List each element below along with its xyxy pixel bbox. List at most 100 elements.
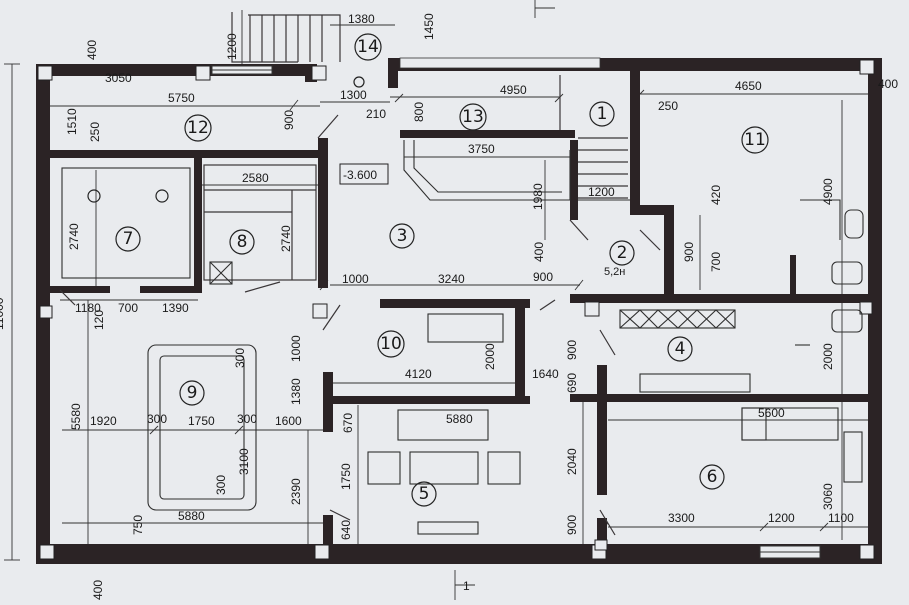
dimension-label: 420 — [709, 185, 723, 205]
dimension-label: 670 — [341, 413, 355, 433]
dimension-label: 1510 — [65, 108, 79, 135]
room-number: 5 — [419, 484, 430, 504]
dimension-label: 5580 — [69, 403, 83, 430]
dimension-label: 900 — [565, 340, 579, 360]
dimension-label: 4900 — [821, 178, 835, 205]
dimension-label: 1380 — [289, 378, 303, 405]
dimension-label: 4950 — [500, 83, 527, 97]
dimension-label: 1200 — [768, 511, 795, 525]
room-number: 12 — [187, 118, 209, 138]
dimension-label: 2580 — [242, 171, 269, 185]
dimension-label: 900 — [282, 110, 296, 130]
room-circle — [411, 481, 437, 507]
door-swings — [59, 114, 661, 536]
dimension-label: 1380 — [348, 12, 375, 26]
room-circle — [179, 380, 205, 406]
room-circle — [389, 223, 415, 249]
room-circle — [459, 103, 487, 131]
dimension-label: 1000 — [289, 335, 303, 362]
dimension-label: 400 — [91, 580, 105, 600]
dimension-label: 2390 — [289, 478, 303, 505]
level-mark: -3.600 — [343, 168, 377, 182]
dimension-label: 1750 — [339, 463, 353, 490]
room-number: 11 — [744, 130, 766, 150]
dimension-label: 5750 — [168, 91, 195, 105]
dimension-label: 1300 — [340, 88, 367, 102]
room-circle — [667, 336, 693, 362]
dimension-label: 250 — [658, 99, 678, 113]
dimension-label: 1600 — [275, 414, 302, 428]
dimension-lines — [4, 0, 872, 600]
dimension-label: 5880 — [178, 509, 205, 523]
dimension-label: 800 — [412, 102, 426, 122]
dimension-label: 2040 — [565, 448, 579, 475]
level-mark-box — [339, 163, 389, 185]
dimension-label: 4650 — [735, 79, 762, 93]
dimension-label: 1450 — [422, 13, 436, 40]
dimension-label: 700 — [118, 301, 138, 315]
dimension-label: 5600 — [758, 406, 785, 420]
dimension-label: 400 — [85, 40, 99, 60]
dimension-label: 1980 — [531, 183, 545, 210]
room-number: 10 — [380, 334, 402, 354]
dimension-label: 3050 — [105, 71, 132, 85]
column-markers — [37, 59, 875, 560]
room-circle — [354, 33, 382, 61]
dimension-label: 3750 — [468, 142, 495, 156]
room-number: 4 — [675, 339, 686, 359]
room-number: 14 — [357, 37, 379, 57]
dimension-label: 300 — [237, 412, 257, 426]
room-number: 2 — [617, 243, 628, 263]
dimension-label: 690 — [565, 373, 579, 393]
interior-walls — [50, 71, 870, 545]
dimension-label: 4120 — [405, 367, 432, 381]
axis-marker: 1 — [463, 579, 470, 593]
room-number: 8 — [237, 232, 248, 252]
dimension-label: 1100 — [828, 511, 854, 525]
dimension-label: 2000 — [483, 343, 497, 370]
stairs — [203, 12, 628, 281]
dimension-label: 1390 — [162, 301, 189, 315]
dimension-label: 1180 — [75, 301, 101, 315]
room-circle — [115, 226, 141, 252]
dimension-label: 5880 — [446, 412, 473, 426]
room-circle — [353, 76, 365, 88]
dimension-label: 1750 — [188, 414, 215, 428]
dimension-label: 700 — [709, 252, 723, 272]
room-number: 6 — [707, 467, 718, 487]
dimension-label: 900 — [533, 270, 553, 284]
dimension-label: 1920 — [90, 414, 117, 428]
room-number: 7 — [123, 229, 134, 249]
dimension-texts: 1380 1450 1200 400 3050 5750 1300 210 49… — [0, 12, 898, 600]
room-circle — [229, 229, 255, 255]
room-number: 1 — [597, 104, 608, 124]
room-number: 3 — [397, 226, 408, 246]
room-circle — [377, 330, 405, 358]
annotations: -3.600 5,2н — [339, 163, 625, 278]
dimension-label: 400 — [532, 242, 546, 262]
dimension-label: 300 — [214, 475, 228, 495]
room-circle — [589, 101, 615, 127]
dimension-label: 120 — [92, 310, 106, 330]
dimension-label: 2740 — [279, 225, 293, 252]
room-circle — [609, 240, 635, 266]
dimension-label: 210 — [366, 107, 386, 121]
room-labels: 1 2 3 4 5 6 7 8 9 10 11 12 13 14 — [115, 33, 769, 507]
room-circle — [699, 464, 725, 490]
dimension-label: 400 — [878, 77, 898, 91]
dimension-label: 900 — [565, 515, 579, 535]
dimension-label: 1200 — [588, 185, 615, 199]
dimension-label: 900 — [682, 242, 696, 262]
dimension-label: 11000 — [0, 297, 6, 330]
dimension-label: 2740 — [67, 223, 81, 250]
furniture — [61, 140, 864, 535]
area-note: 5,2н — [604, 266, 625, 278]
dimension-label: 2000 — [821, 343, 835, 370]
dimension-label: 1200 — [225, 33, 239, 60]
dimension-label: 300 — [147, 412, 167, 426]
windows — [211, 57, 821, 559]
dimension-label: 750 — [131, 515, 145, 535]
room-circle — [741, 126, 769, 154]
dimension-label: 1000 — [342, 272, 369, 286]
